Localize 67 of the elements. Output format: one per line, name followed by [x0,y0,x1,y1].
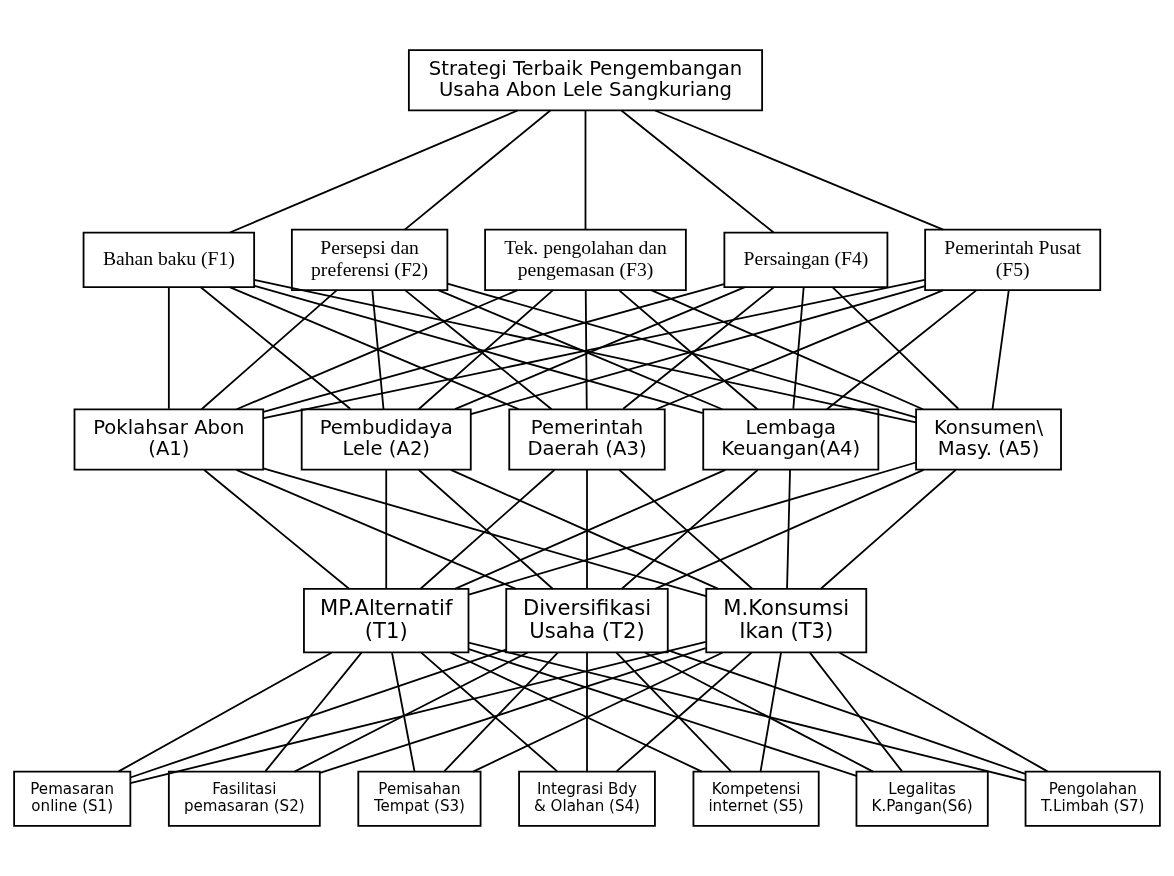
connector [792,286,805,410]
connector [229,109,519,234]
node-box: Pemisahan Tempat (S3) [357,770,482,827]
node-box: Tek. pengolahan dan pengemasan (F3) [484,228,687,291]
node-box: Pemerintah Pusat (F5) [924,228,1102,291]
connector [584,109,587,231]
connector [838,651,1049,773]
connector [654,468,925,590]
connector [615,651,732,773]
node-box: Bahan baku (F1) [82,231,256,288]
connector [654,109,945,231]
node-box: Legalitas K.Pangan(S6) [855,770,989,827]
connector [667,649,1027,775]
connector [235,468,517,590]
connector [454,286,746,410]
connector [622,286,775,410]
node-box: Pengolahan T.Limbah (S7) [1024,770,1161,827]
connector [644,651,874,773]
connector [262,467,707,597]
connector [831,286,960,410]
connector [420,651,558,773]
connector [586,651,588,773]
node-box: Integrasi Bdy & Olahan (S4) [518,770,656,827]
node-box: Diversifikasi Usaha (T2) [505,588,669,654]
connector [786,469,791,590]
node-box: Fasilitasi pemasaran (S2) [167,770,321,827]
connector [319,647,707,774]
node-box: Strategi Terbaik Pengembangan Usaha Abon Lele Sangkuriang [407,49,763,112]
connector [584,289,588,411]
node-box: Pembudidaya Lele (A2) [300,408,472,471]
connector [129,648,507,779]
connector [467,641,1027,782]
node-box: Kompetensi internet (S5) [692,770,820,827]
connector [167,286,170,410]
node-box: Konsumen\ Masy. (A5) [915,408,1062,471]
node-box: Lembaga Keuangan(A4) [702,408,880,471]
connector [293,651,529,773]
node-box: M.Konsumsi Ikan (T3) [705,588,868,654]
connector [449,651,703,773]
connector [467,648,858,777]
connector [586,469,588,590]
node-box: Persepsi dan preferensi (F2) [290,228,449,291]
connector [809,651,903,773]
connector [403,109,552,231]
connector [437,289,724,411]
connector [759,651,782,773]
connector [819,469,957,590]
connector [443,651,559,773]
connector [618,289,759,411]
connector [385,469,388,590]
connector [129,641,707,784]
node-box: Pemerintah Daerah (A3) [508,408,666,471]
connector [203,469,351,590]
connector [117,651,333,773]
node-box: Pemasaran online (S1) [13,770,132,827]
connector [264,651,363,773]
node-box: MP.Alternatif (T1) [303,588,470,654]
connector [371,289,385,411]
connector [467,461,917,596]
connector [391,651,416,773]
node-box: Persaingan (F4) [723,231,889,288]
connector [620,109,775,234]
connector [826,289,978,411]
connector [991,289,1010,411]
connector [472,651,724,773]
node-box: Poklahsar Abon (A1) [73,408,265,471]
connector [615,651,753,773]
